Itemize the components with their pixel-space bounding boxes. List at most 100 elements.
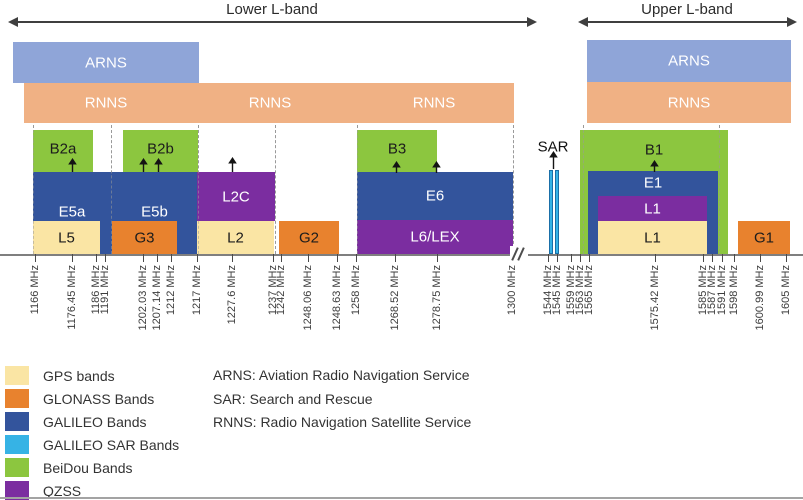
lower-lband-arrowhead-left [8,17,18,27]
legend-item: GALILEO Bands [5,412,179,431]
band-label-l2: L2 [227,229,244,246]
legend-label: GPS bands [43,367,115,384]
dashed-guide-overlay [111,125,112,254]
legend-item: QZSS [5,481,179,500]
definition-line: SAR: Search and Rescue [213,390,373,407]
axis-tick [580,254,581,262]
up-arrow-icon [153,158,164,172]
up-arrow-icon [227,157,238,172]
band-b2a [33,130,93,173]
band-g2 [279,221,339,254]
axis-tick [571,254,572,262]
axis-tick [557,254,558,262]
axis-tick-label: 1217 MHz [191,265,203,316]
axis-tick [589,254,590,262]
legend-label: QZSS [43,482,82,499]
axis-tick [655,254,656,262]
axis-tick-label: 1300 MHz [506,265,518,316]
axis-tick-label: 1207.14 MHz [151,265,163,331]
legend-label: GLONASS Bands [43,390,155,407]
axis-tick-label: 1545 MHz [551,265,563,316]
band-label-g1: G1 [753,229,775,246]
band-label-arns-left: ARNS [85,54,127,71]
axis-tick [734,254,735,262]
band-l2c [197,172,275,221]
axis-tick-label: 1248.06 MHz [302,265,314,331]
band-label-e1: E1 [643,174,663,192]
axis-tick-label: 1258 MHz [350,265,362,316]
axis-tick [232,254,233,262]
band-label-l6lex: L6/LEX [410,228,460,246]
band-label-b2a: B2a [49,140,77,158]
upper-lband-title: Upper L-band [641,1,733,18]
axis-tick [35,254,36,262]
gps-swatch [5,366,29,385]
band-label-rnns-right: RNNS [667,94,711,111]
axis-tick [786,254,787,262]
legend-item: GPS bands [5,366,179,385]
axis-tick [337,254,338,262]
axis-tick [722,254,723,262]
band-label-l2c: L2C [222,188,250,205]
sar-band-bar [549,170,553,254]
band-label-l1-qzss: L1 [644,200,661,217]
dashed-guide-overlay [513,125,514,254]
band-arns-left [13,42,199,83]
band-rnns-left [24,83,514,123]
axis-tick [197,254,198,262]
band-l6lex [357,220,513,254]
axis-tick [157,254,158,262]
qzss-swatch [5,481,29,500]
frequency-axis-line [0,254,803,256]
sar-label: SAR [537,138,569,156]
axis-tick [712,254,713,262]
band-l2 [197,221,274,254]
band-e6 [357,172,513,220]
band-l1-gps [598,221,707,254]
definition-line: ARNS: Aviation Radio Navigation Service [213,367,470,383]
definition-line: RNNS: Radio Navigation Satellite Service [213,414,472,430]
axis-break-slash [517,247,525,261]
upper-lband-arrowhead-left [578,17,588,27]
dashed-guide-overlay [583,125,584,254]
axis-tick-label: 1598 MHz [728,265,740,316]
band-arns-right [587,40,791,82]
sar-band-bar [555,170,559,254]
up-arrow-icon [67,158,78,172]
axis-tick-label: 1605 MHz [780,265,792,316]
axis-tick [395,254,396,262]
axis-tick-label: 1212 MHz [165,265,177,316]
legend-label: GALILEO Bands [43,413,147,430]
up-arrow-icon [431,160,442,173]
band-label-g3: G3 [134,229,155,246]
band-label-e5b: E5b [141,203,168,221]
dashed-guide-overlay [198,125,199,254]
band-label-e5a: E5a [58,203,86,221]
axis-tick [143,254,144,262]
galileo_sar-swatch [5,435,29,454]
band-label-g2: G2 [298,229,320,246]
dashed-guide-overlay [33,125,34,254]
band-label-rnns-left: RNNS [248,94,292,112]
dashed-guide-overlay [357,125,358,254]
up-arrow-icon [391,160,402,173]
band-label-l5: L5 [58,229,75,246]
band-label-b2b: B2b [147,140,174,158]
axis-tick-label: 1591 MHz [716,265,728,316]
axis-tick [356,254,357,262]
axis-tick [171,254,172,262]
band-g3 [112,221,177,254]
lower-lband-title: Lower L-band [226,1,318,18]
axis-tick-label: 1191 MHz [99,265,111,315]
axis-tick-label: 1248.63 MHz [331,265,343,331]
band-b2b [123,130,198,173]
band-label-rnns-left: RNNS [84,94,128,112]
axis-tick-label: 1176.45 MHz [66,265,78,330]
glonass-swatch [5,389,29,408]
axis-tick-label: 1166 MHz [29,265,41,315]
band-g1 [738,221,790,254]
axis-tick [760,254,761,262]
band-label-arns-right: ARNS [668,52,710,70]
galileo-swatch [5,412,29,431]
